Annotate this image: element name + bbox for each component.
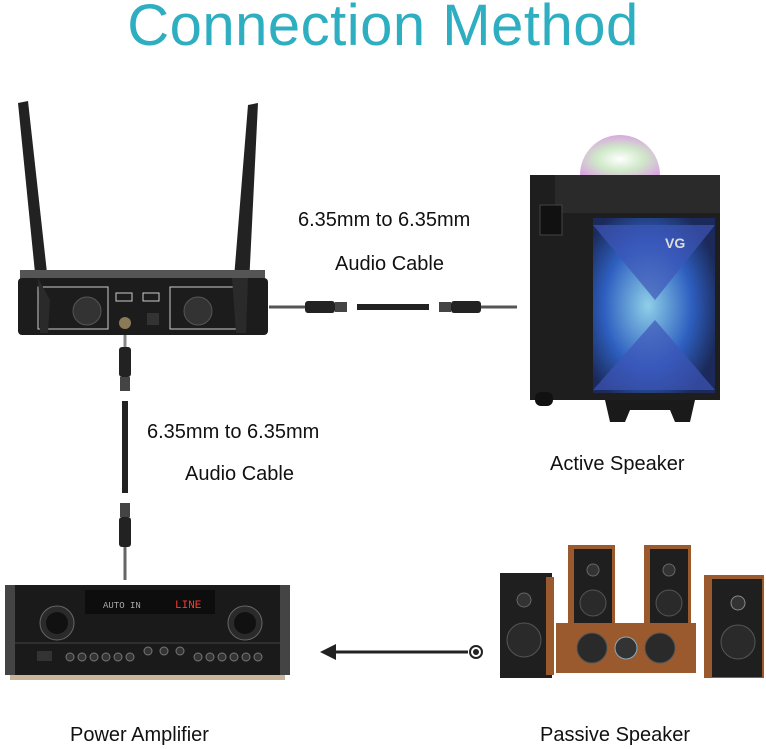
horizontal-audio-cable — [265, 296, 525, 318]
page-title: Connection Method — [127, 0, 639, 58]
amp-display-right: LINE — [175, 600, 202, 612]
vertical-cable-label-line2: Audio Cable — [185, 463, 294, 485]
speaker-top-right — [644, 545, 691, 633]
power-amplifier-label: Power Amplifier — [70, 724, 209, 746]
power-amplifier-image: AUTO IN LINE — [5, 585, 290, 680]
vertical-audio-cable — [115, 335, 135, 585]
horizontal-cable-label-line1: 6.35mm to 6.35mm — [298, 209, 471, 231]
wireless-receiver — [10, 95, 270, 340]
amp-display-left: AUTO IN — [103, 601, 141, 611]
vertical-cable-label-line1: 6.35mm to 6.35mm — [147, 421, 320, 443]
horizontal-cable-label-line2: Audio Cable — [335, 253, 444, 275]
passive-speaker-image — [498, 545, 766, 685]
svg-text:VG: VG — [665, 235, 685, 251]
signal-arrow — [318, 640, 488, 664]
speaker-top-left — [568, 545, 615, 633]
speaker-right — [704, 575, 764, 678]
arrow-head-icon — [320, 644, 336, 660]
active-speaker-label: Active Speaker — [550, 453, 685, 475]
active-speaker-image: VG — [525, 130, 725, 430]
passive-speaker-label: Passive Speaker — [540, 724, 691, 746]
speaker-center — [556, 623, 696, 673]
speaker-left — [500, 573, 554, 678]
